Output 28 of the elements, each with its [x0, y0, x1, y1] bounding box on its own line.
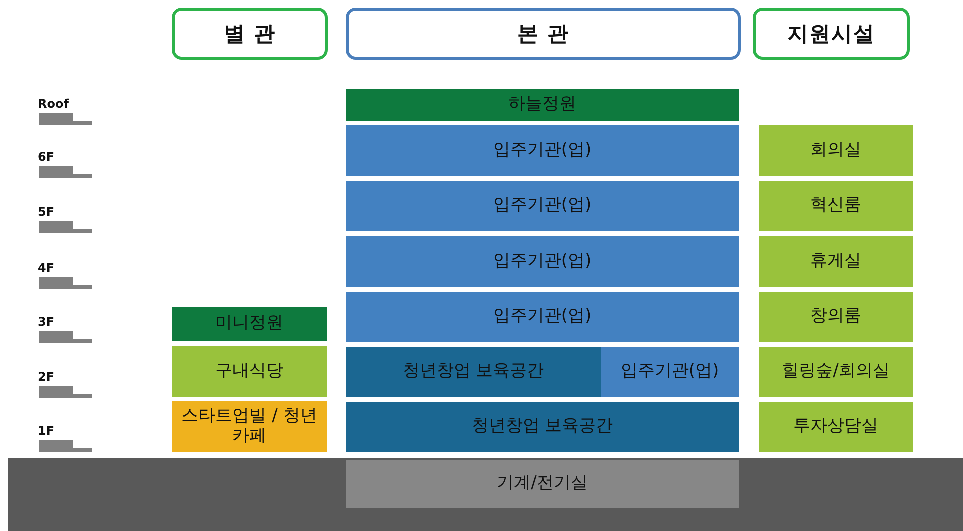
room-block: 입주기관(업) — [346, 125, 739, 176]
floor-label: 3F — [38, 315, 55, 329]
floor-label: 5F — [38, 205, 55, 219]
room-block: 구내식당 — [172, 346, 327, 397]
floor-label: 6F — [38, 150, 55, 164]
room-block: 휴게실 — [759, 236, 913, 287]
room-block: 미니정원 — [172, 307, 327, 341]
room-block: 투자상담실 — [759, 402, 913, 452]
building-header: 본 관 — [346, 8, 741, 60]
floor-label: 4F — [38, 261, 55, 275]
room-block: 힐링숲/회의실 — [759, 347, 913, 397]
room-block: 혁신룸 — [759, 181, 913, 231]
building-header: 별 관 — [172, 8, 328, 60]
room-block: 입주기관(업) — [346, 236, 739, 287]
room-block: 기계/전기실 — [346, 460, 739, 508]
room-block: 입주기관(업) — [601, 347, 739, 397]
floor-label: 2F — [38, 370, 55, 384]
floor-label: Roof — [38, 97, 69, 111]
room-block: 청년창업 보육공간 — [346, 402, 739, 452]
room-block: 하늘정원 — [346, 89, 739, 121]
room-block: 입주기관(업) — [346, 181, 739, 231]
floor-label: 1F — [38, 424, 55, 438]
room-block: 청년창업 보육공간 — [346, 347, 601, 397]
room-block: 스타트업빌 / 청년카페 — [172, 401, 327, 452]
room-block: 입주기관(업) — [346, 292, 739, 342]
room-block: 창의룸 — [759, 292, 913, 342]
building-header: 지원시설 — [753, 8, 910, 60]
room-block: 회의실 — [759, 125, 913, 176]
